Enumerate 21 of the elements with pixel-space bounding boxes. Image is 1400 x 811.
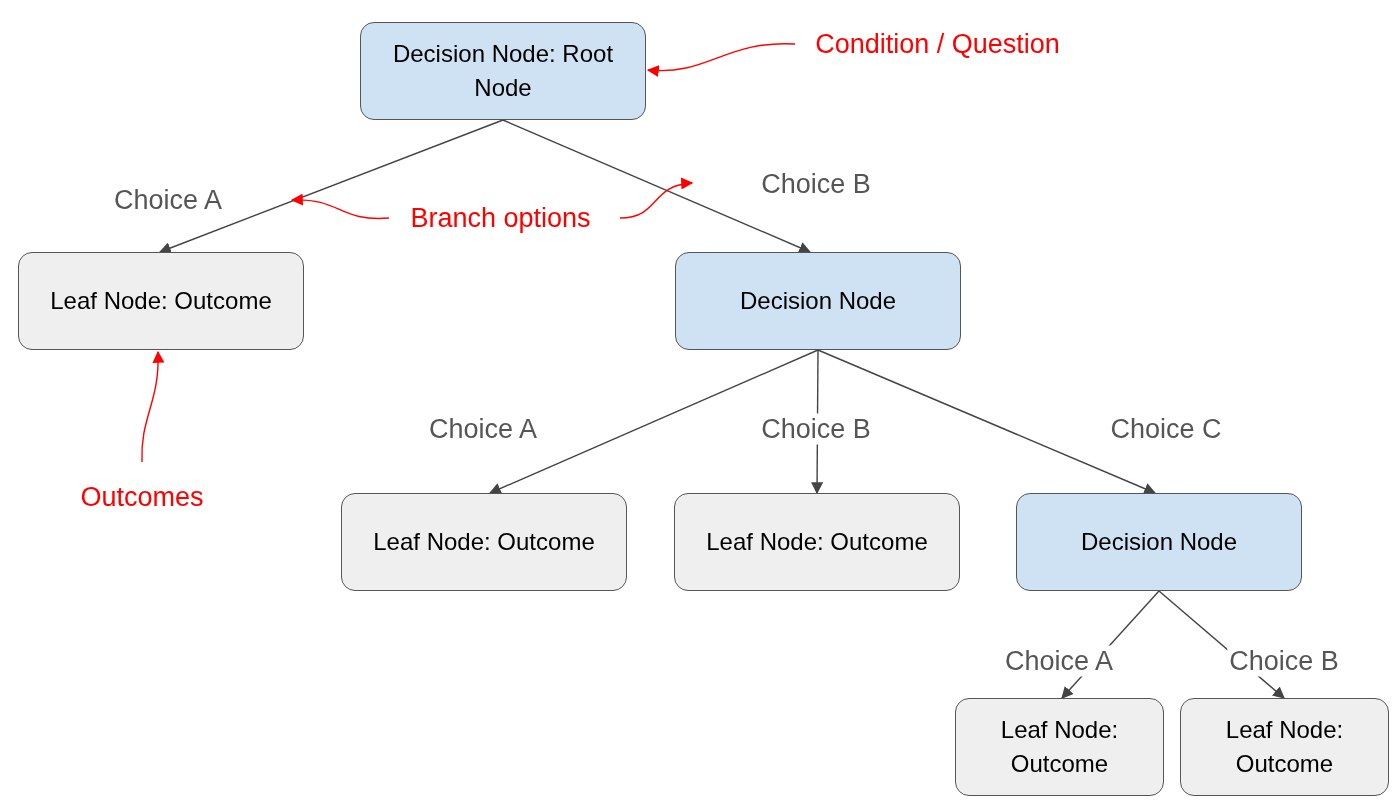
- annotation-text: Outcomes: [68, 478, 216, 516]
- decision-node-box: Decision Node: [675, 252, 961, 350]
- leaf-node-box: Leaf Node: Outcome: [341, 493, 627, 591]
- arrow: [158, 119, 504, 254]
- annotation-arrow: [141, 350, 165, 463]
- leaf-node-box: Leaf Node: Outcome: [674, 493, 960, 591]
- annotation-text: Condition / Question: [795, 25, 1080, 63]
- annotation-arrow: [619, 178, 694, 219]
- arrow: [488, 349, 819, 495]
- edge-label: Choice B: [1227, 645, 1341, 677]
- leaf-node-box: Leaf Node: Outcome: [18, 252, 304, 350]
- arrow: [817, 349, 1157, 495]
- annotation-text: Branch options: [393, 199, 608, 237]
- leaf-node-box: Leaf Node: Outcome: [1180, 698, 1389, 796]
- leaf-node-box: Leaf Node: Outcome: [955, 698, 1164, 796]
- decision-node-box: Decision Node: Root Node: [360, 22, 646, 120]
- decision-node-box: Decision Node: [1016, 493, 1302, 591]
- arrow: [502, 119, 812, 254]
- annotation-arrow: [646, 43, 796, 77]
- annotation-arrow: [290, 194, 390, 220]
- edge-label: Choice B: [759, 413, 873, 445]
